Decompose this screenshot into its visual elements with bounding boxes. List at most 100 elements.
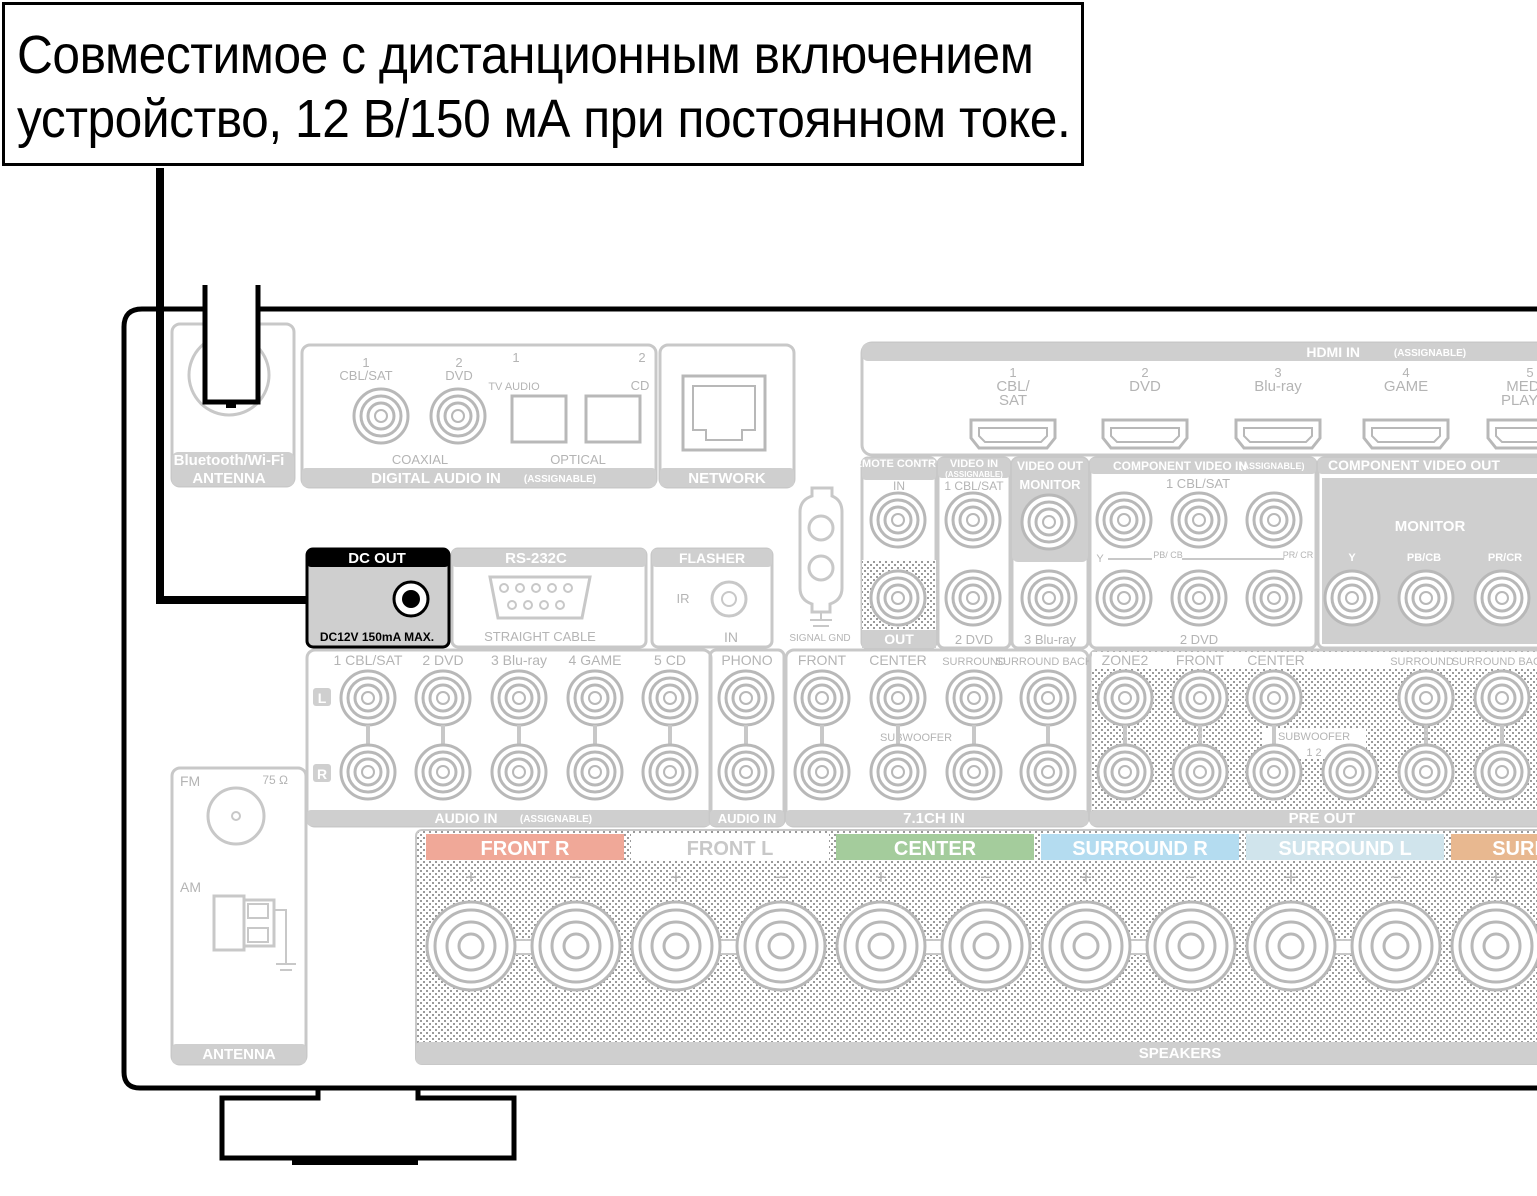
video-in-1: 1 CBL/SAT (944, 479, 1004, 493)
hdmi-in-title: HDMI IN (1306, 344, 1360, 360)
network-label: NETWORK (688, 470, 766, 487)
hdmi-label-name-5: MEDIA (1506, 378, 1537, 395)
hdmi-label-name-4: GAME (1384, 378, 1428, 395)
ch71-in-section: 7.1CH IN FRONT CENTER SURROUND SURROUND … (784, 648, 1093, 828)
optical-port-2 (584, 394, 642, 444)
hdmi-port-3 (1234, 418, 1322, 450)
bt-label-2: ANTENNA (192, 470, 265, 487)
digital-audio-title: DIGITAL AUDIO IN (371, 470, 501, 487)
bt-antenna-plug (202, 285, 261, 405)
audio-in-jacks (339, 669, 699, 801)
component-out-pr: PR/CR (1488, 552, 1522, 564)
dc-out-title: DC OUT (348, 550, 406, 567)
audio-in-jack-r-5 (641, 743, 699, 801)
ch71-subwoofer: SUBWOOFER (880, 732, 952, 744)
flasher-in: IN (724, 629, 738, 645)
opt-2-name: CD (631, 378, 650, 393)
ch71-center: CENTER (869, 652, 927, 668)
preout-jack-top-3 (1245, 669, 1303, 727)
component-in-1: 1 CBL/SAT (1166, 476, 1230, 491)
video-in-jack-1 (944, 491, 1002, 549)
video-out-section: VIDEO OUT MONITOR 3 Blu-ray (1010, 456, 1090, 650)
flasher-ir: IR (677, 591, 690, 606)
speaker-post-minus-2 (735, 900, 827, 992)
speakers-title: SPEAKERS (1139, 1045, 1222, 1062)
video-in-3: 3 Blu-ray (1024, 632, 1077, 647)
audio-in-jack-r-2 (414, 743, 472, 801)
comp-in-2-pr (1245, 569, 1303, 627)
video-in-title: VIDEO IN (950, 458, 998, 470)
hdmi-port-2 (1101, 418, 1189, 450)
ch71-jack-bottom-2 (869, 743, 927, 801)
audio-in-jack-r-3 (490, 743, 548, 801)
audio-in-jack-r-4 (566, 743, 624, 801)
speaker-post-plus-4 (1040, 900, 1132, 992)
coax-1-num: 1 (362, 355, 369, 370)
coaxial-label: COAXIAL (392, 452, 448, 467)
component-out-section: COMPONENT VIDEO OUT MONITOR Y PB/CB PR/C… (1316, 456, 1537, 650)
speaker-post-plus-5 (1245, 900, 1337, 992)
speaker-plus-3: + (875, 867, 887, 889)
video-in-section: VIDEO IN (ASSIGNABLE) 1 CBL/SAT 2 DVD (936, 456, 1012, 650)
fm-am-title: ANTENNA (202, 1046, 275, 1063)
preout-jack-bottom-4 (1397, 743, 1455, 801)
pre-out-section: PRE OUT ZONE2 FRONT CENTER SURROUND SURR… (1088, 648, 1537, 828)
dc-out-section: DC OUT DC12V 150mA MAX. (305, 547, 451, 649)
component-in-2: 2 DVD (1180, 632, 1218, 647)
audio-in-jack-l-2 (414, 669, 472, 727)
hdmi-in-assignable: (ASSIGNABLE) (1394, 348, 1466, 359)
speaker-minus-4: − (1185, 867, 1197, 889)
speakers-section: SPEAKERS FRONT R+−FRONT L+−CENTER+−SURRO… (415, 829, 1537, 1065)
coax-2-name: DVD (445, 368, 472, 383)
preout-jack-bottom-5 (1473, 743, 1531, 801)
ch71-jack-top-1 (793, 669, 851, 727)
speaker-band-3 (836, 834, 1034, 860)
component-out-pb: PB/CB (1407, 552, 1441, 564)
hdmi-label-name-3: Blu-ray (1254, 378, 1302, 395)
preout-jack-bottom-2 (1171, 743, 1229, 801)
fm-ohm: 75 Ω (262, 773, 288, 787)
comp-in-pr: PR/ CR (1283, 550, 1314, 560)
video-out-jack (1020, 493, 1078, 551)
speaker-band-2 (631, 834, 829, 860)
component-out-title: COMPONENT VIDEO OUT (1328, 457, 1500, 473)
remote-in-label: IN (893, 479, 905, 493)
speaker-post-plus-3 (835, 900, 927, 992)
audio-in-label-1: 1 CBL/SAT (334, 652, 403, 668)
audio-in-label-2: 2 DVD (422, 652, 463, 668)
ch71-surround-back: SURROUND BACK (996, 656, 1093, 668)
comp-out-pr (1473, 569, 1531, 627)
speaker-plus-5: + (1285, 867, 1297, 889)
network-section: NETWORK (658, 343, 796, 489)
ch71-surround: SURROUND (942, 656, 1006, 668)
speaker-label-2: FRONT L (687, 838, 774, 860)
pre-out-surround: SURROUND (1390, 656, 1454, 668)
hdmi-label-name-5: PLAYER (1501, 392, 1537, 409)
speaker-label-6: SURROUND (1492, 838, 1537, 860)
pre-out-sub-nums: 1 2 (1306, 747, 1321, 759)
signal-gnd-label: SIGNAL GND (789, 633, 850, 644)
audio-in-label-4: 4 GAME (569, 652, 622, 668)
bt-antenna-section: Bluetooth/Wi-Fi ANTENNA (170, 285, 296, 488)
speaker-band-5 (1246, 834, 1444, 860)
coaxial-jack-2 (429, 387, 487, 445)
preout-jack-bottom-3 (1245, 743, 1303, 801)
opt-1-name: TV AUDIO (488, 381, 540, 393)
speaker-label-3: CENTER (894, 838, 977, 860)
pre-out-subwoofer: SUBWOOFER (1278, 731, 1350, 743)
fm-am-antenna-section: ANTENNA FM 75 Ω AM (170, 766, 308, 1066)
bt-label-1: Bluetooth/Wi-Fi (174, 452, 285, 469)
audio-in-jack-l-4 (566, 669, 624, 727)
opt-1-num: 1 (512, 350, 519, 365)
speaker-band-6 (1451, 834, 1537, 860)
speaker-label-5: SURROUND L (1278, 838, 1411, 860)
speaker-label-1: FRONT R (481, 838, 570, 860)
rs232c-title: RS-232C (505, 550, 567, 567)
hdmi-port-4 (1362, 418, 1450, 450)
speaker-post-plus-6 (1450, 900, 1537, 992)
ch71-jack-bottom-3 (945, 743, 1003, 801)
preout-jack-top-5 (1473, 669, 1531, 727)
video-in-jack-3 (1020, 569, 1078, 627)
speaker-plus-2: + (670, 867, 682, 889)
